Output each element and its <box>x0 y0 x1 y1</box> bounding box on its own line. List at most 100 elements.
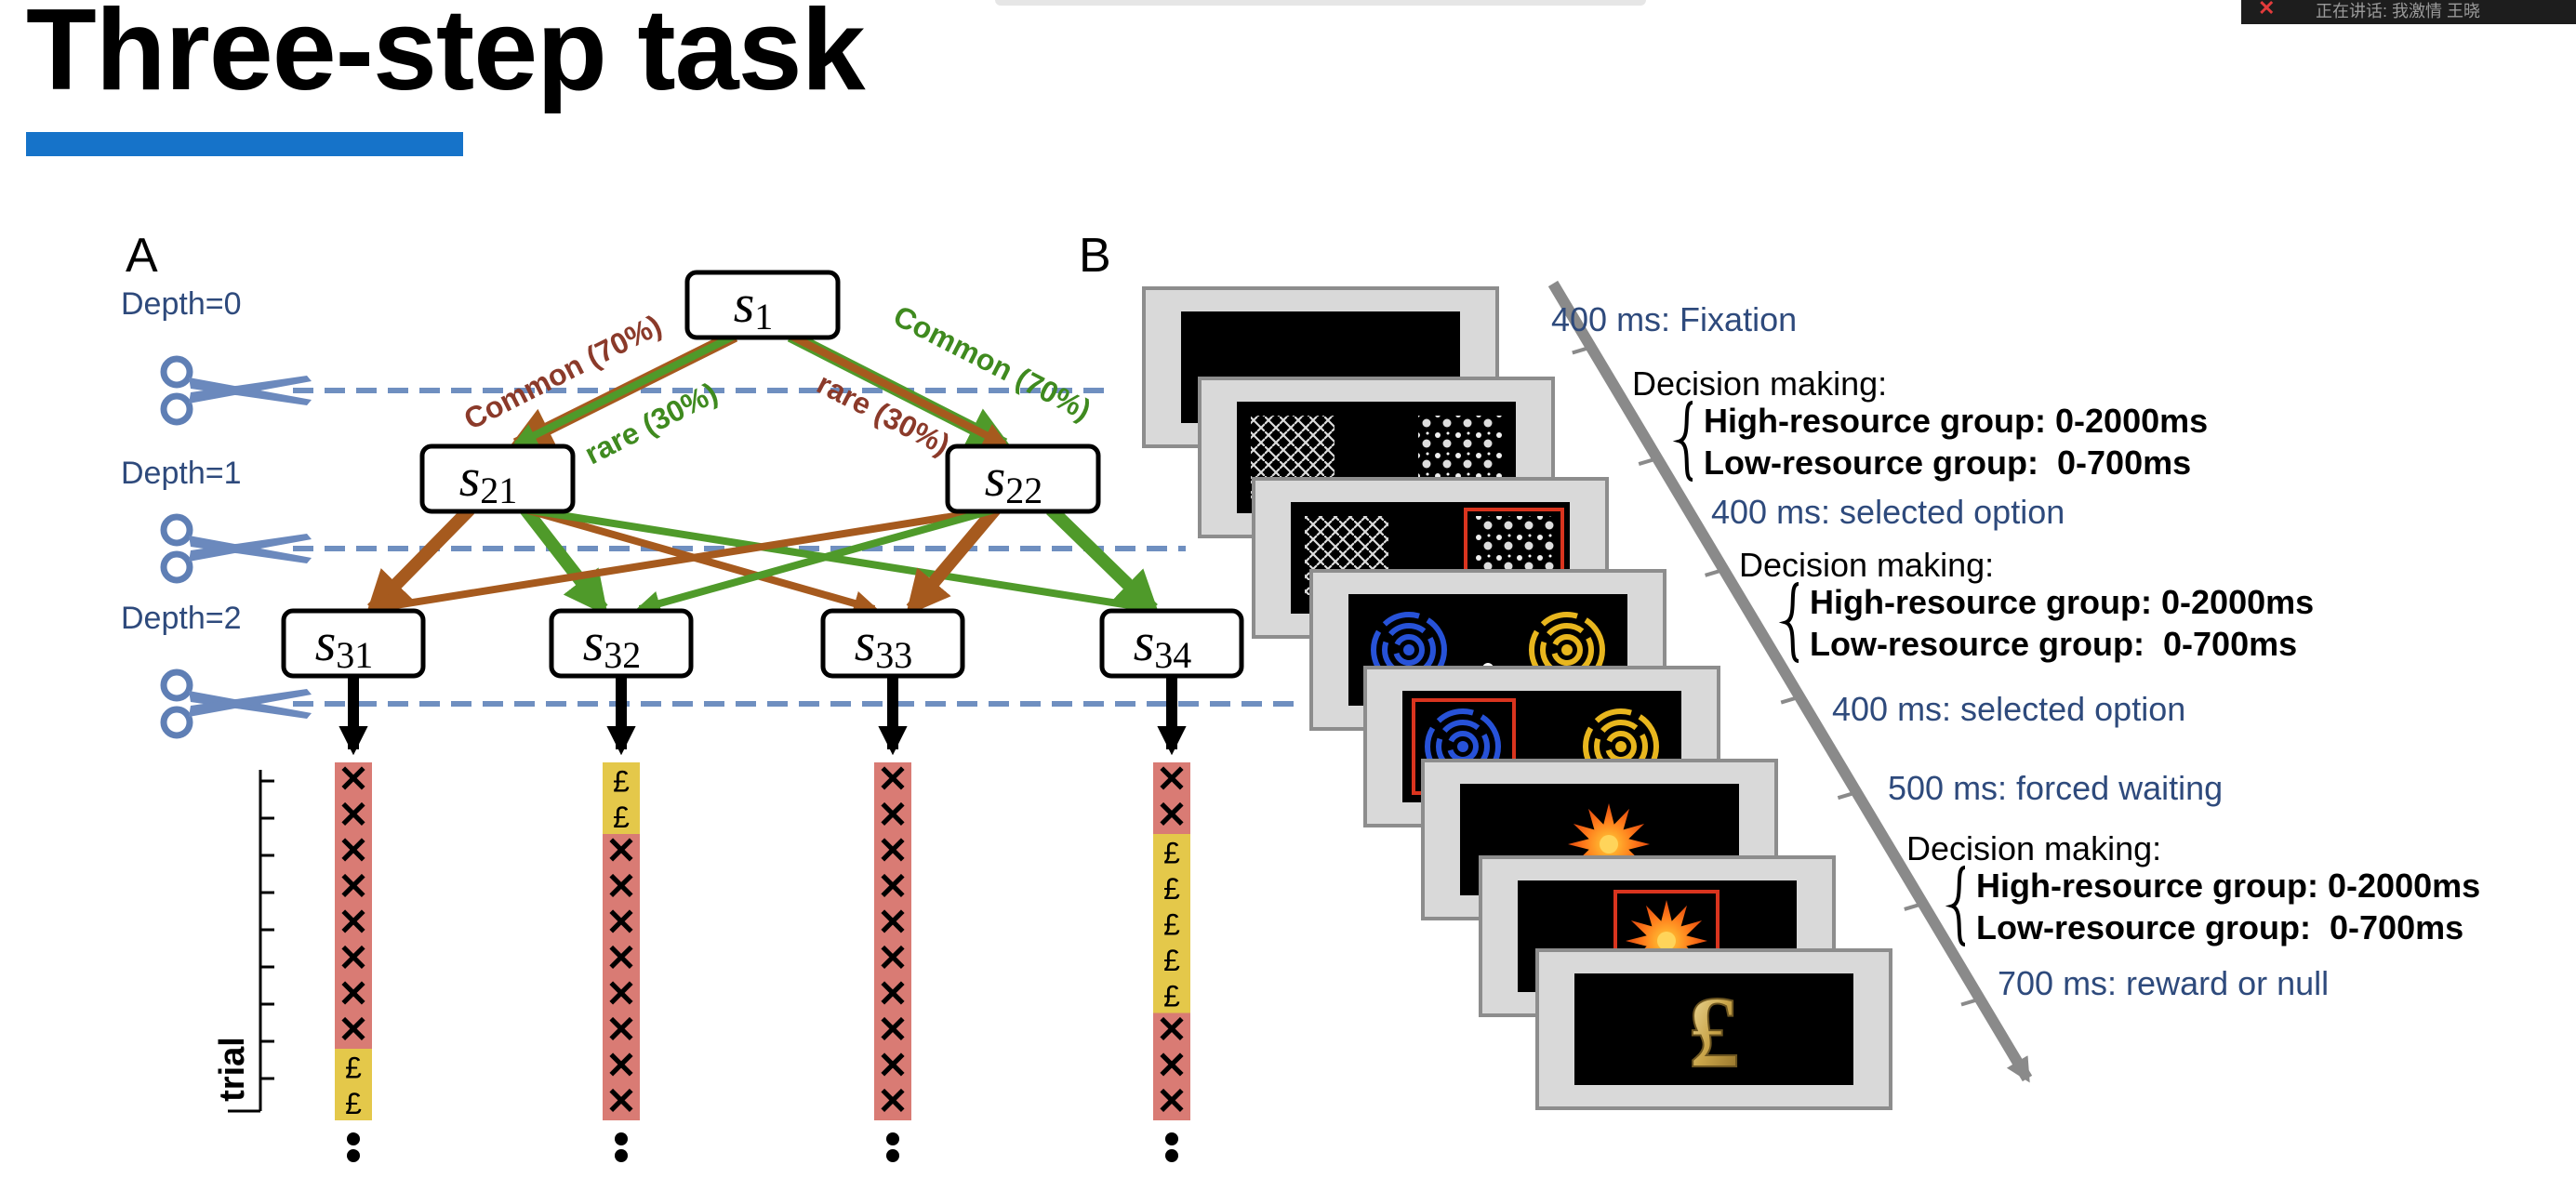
cross-cell <box>874 977 911 1013</box>
cross-cell <box>335 906 372 942</box>
cross-mark: ✕ <box>877 974 909 1015</box>
timeline-tick <box>1638 457 1658 467</box>
cross-mark: ✕ <box>877 760 909 801</box>
outcome-column-2: ££✕✕✕✕✕✕✕✕ <box>603 762 640 1162</box>
transition-arrows <box>365 329 1160 619</box>
depth-label: Depth=1 <box>121 456 242 491</box>
state-label: s34 <box>1134 612 1192 676</box>
cross-mark: ✕ <box>877 903 909 944</box>
ellipsis-dot <box>347 1132 360 1145</box>
timeline-tick <box>1837 790 1857 801</box>
state-node-s1: s1 <box>684 270 841 340</box>
cross-mark: ✕ <box>877 795 909 836</box>
cross-cell <box>1153 1049 1190 1085</box>
arrow-s21-s32 <box>520 505 608 616</box>
scissors-icon <box>160 513 312 584</box>
brace <box>1945 866 1966 946</box>
pound-cell <box>603 762 640 799</box>
cross-mark: ✕ <box>877 1010 909 1051</box>
outcome-columns: ✕✕✕✕✕✕✕✕££££✕✕✕✕✕✕✕✕✕✕✕✕✕✕✕✕✕✕✕✕£££££✕✕✕ <box>335 760 1190 1162</box>
arrow-s22-s31 <box>366 506 996 618</box>
spiral-core <box>1561 644 1573 655</box>
scissors-icon <box>160 668 312 739</box>
pound-cell <box>335 1084 372 1120</box>
pound-cell <box>1153 834 1190 870</box>
depth-label: Depth=2 <box>121 601 242 636</box>
state-node-s22: s22 <box>945 443 1101 514</box>
cross-cell <box>603 869 640 906</box>
state-label: s33 <box>855 612 913 676</box>
timeline-decision-item: High-resource group: 0-2000ms <box>1810 583 2314 621</box>
arrow-s22-s33 <box>905 505 1001 616</box>
pound-mark: £ <box>345 1052 362 1085</box>
outcome-column-4: ✕✕£££££✕✕✕ <box>1153 760 1190 1162</box>
cross-cell <box>874 1084 911 1120</box>
cross-cell <box>874 906 911 942</box>
panel-b-label: B <box>1079 229 1111 283</box>
pound-cell <box>1153 941 1190 977</box>
timeline-tick <box>1960 997 1981 1007</box>
ellipsis-dot <box>886 1149 899 1162</box>
screen-display <box>1574 973 1853 1085</box>
spiral-core <box>1403 644 1414 655</box>
brace <box>1672 401 1693 482</box>
screen-pound-reward: £ <box>1535 948 1892 1110</box>
cross-mark: ✕ <box>338 938 369 979</box>
ellipsis-dot <box>1165 1132 1178 1145</box>
flower-center <box>1600 835 1618 854</box>
cross-cell <box>335 798 372 834</box>
cross-cell <box>874 762 911 799</box>
cross-mark: ✕ <box>338 831 369 872</box>
ellipsis-dot <box>615 1132 628 1145</box>
close-icon[interactable]: ✕ <box>2258 0 2276 20</box>
cross-mark: ✕ <box>1156 795 1188 836</box>
cross-mark: ✕ <box>877 1081 909 1122</box>
pound-mark: £ <box>613 801 630 834</box>
ellipsis-dot <box>886 1132 899 1145</box>
spiral-ring <box>1540 623 1594 677</box>
cross-mark: ✕ <box>1156 1046 1188 1087</box>
timeline-tick <box>1572 345 1592 355</box>
cross-cell <box>603 1013 640 1049</box>
arrow-s21-s31 <box>365 505 474 615</box>
cross-mark: ✕ <box>605 867 637 907</box>
window-title-bar: ✕ 正在讲话: 我激情 王晓 <box>2241 0 2576 24</box>
pound-mark: £ <box>1163 872 1180 906</box>
outcome-column-1: ✕✕✕✕✕✕✕✕££ <box>335 760 372 1162</box>
cross-mark: ✕ <box>877 831 909 872</box>
depth-label: Depth=0 <box>121 286 242 322</box>
cross-mark: ✕ <box>605 903 637 944</box>
outcome-column-3: ✕✕✕✕✕✕✕✕✕✕ <box>874 760 911 1162</box>
cross-cell <box>874 1049 911 1085</box>
pound-reward-icon: £ <box>1689 975 1740 1089</box>
timeline-tick <box>1780 695 1800 705</box>
timeline-decision-item: Low-resource group: 0-700ms <box>1704 443 2191 482</box>
cross-mark: ✕ <box>605 974 637 1015</box>
timeline-decision-item: High-resource group: 0-2000ms <box>1704 402 2208 440</box>
cross-cell <box>874 798 911 834</box>
cross-mark: ✕ <box>877 1046 909 1087</box>
pound-mark: £ <box>1163 980 1180 1013</box>
cross-mark: ✕ <box>877 867 909 907</box>
rare-arrow-s1-s22 <box>789 332 1009 448</box>
pound-mark: £ <box>613 765 630 799</box>
arrow-s22-s32 <box>634 506 997 616</box>
timeline-decision-item: Low-resource group: 0-700ms <box>1810 625 2297 663</box>
cross-cell <box>874 1013 911 1049</box>
spiral-core <box>1457 741 1468 752</box>
cross-mark: ✕ <box>605 831 637 872</box>
cross-mark: ✕ <box>605 1081 637 1122</box>
spiral-ring <box>1393 634 1425 666</box>
cross-cell <box>335 977 372 1013</box>
cross-mark: ✕ <box>338 903 369 944</box>
pound-cell <box>603 798 640 834</box>
cross-cell <box>1153 1084 1190 1120</box>
window-bar-text: 正在讲话: 我激情 王晓 <box>2316 2 2481 20</box>
ellipsis-dot <box>1165 1149 1178 1162</box>
cross-cell <box>335 762 372 799</box>
cross-cell <box>1153 762 1190 799</box>
top-shadow <box>995 0 1646 6</box>
cross-mark: ✕ <box>1156 1081 1188 1122</box>
